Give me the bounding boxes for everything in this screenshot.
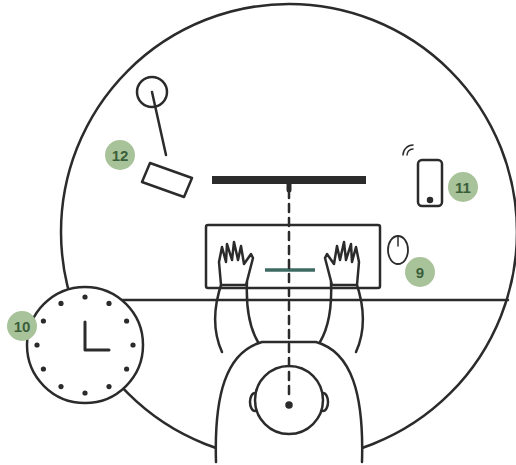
phone — [418, 160, 442, 206]
clock — [27, 287, 143, 403]
lamp-head — [142, 163, 192, 197]
clock-dots — [34, 294, 135, 395]
head-dot — [287, 403, 292, 408]
clock-hands — [85, 322, 109, 350]
mouse-button — [397, 236, 399, 246]
right-arm-inner — [320, 282, 331, 342]
left-arm-inner — [247, 282, 258, 342]
left-hand — [219, 242, 253, 285]
signal-wave — [407, 149, 413, 155]
callout-number: 9 — [405, 257, 435, 287]
mouse — [388, 236, 408, 264]
signal-wave — [403, 145, 413, 155]
right-hand — [325, 242, 359, 285]
callout-number: 11 — [448, 172, 478, 202]
callout-number: 10 — [7, 311, 37, 341]
keyboard — [206, 225, 380, 288]
keyboard-mark — [265, 268, 315, 272]
left-arm — [215, 282, 222, 352]
callout-number: 12 — [105, 140, 135, 170]
right-arm — [356, 282, 363, 352]
view-circle — [61, 4, 516, 460]
phone-button — [428, 198, 432, 202]
sight-line — [288, 190, 291, 400]
lamp-arm — [152, 92, 166, 155]
